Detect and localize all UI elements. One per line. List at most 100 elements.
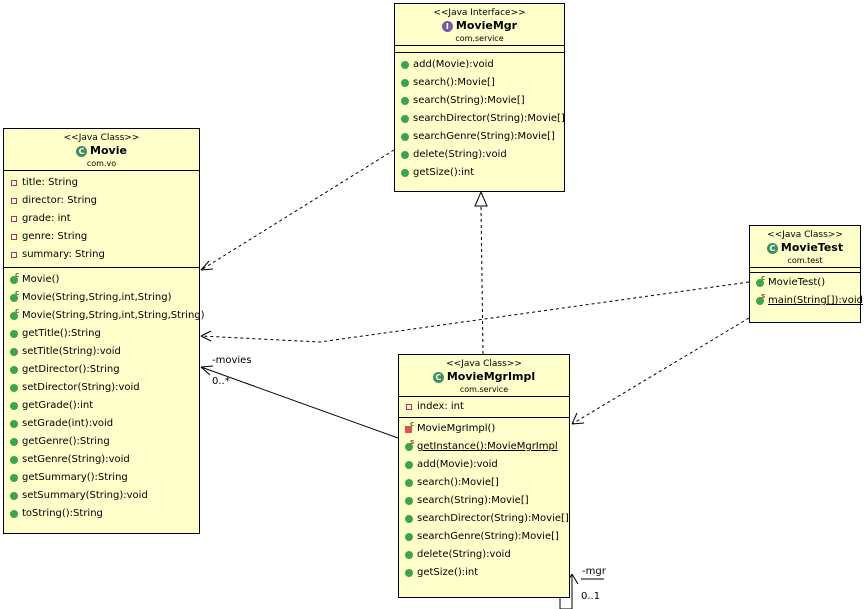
interface-icon: I [441,20,453,32]
public-method-icon [401,169,409,177]
public-method-icon [405,479,413,487]
method-row[interactable]: search():Movie[] [395,74,564,92]
method-row[interactable]: getTitle():String [4,325,199,343]
public-method-icon [401,79,409,87]
method-row[interactable]: search():Movie[] [399,474,569,492]
method-row[interactable]: searchGenre(String):Movie[] [399,528,569,546]
method-row[interactable]: setTitle(String):void [4,343,199,361]
private-field-icon [11,216,17,222]
public-method-icon [401,151,409,159]
private-field-icon [406,404,412,410]
public-method-icon [10,312,18,320]
constructor-marker-icon: c [15,289,20,297]
constructor-marker-icon: c [761,274,766,282]
class-name: Movie [90,144,127,157]
attribute-row[interactable]: summary: String [4,246,199,264]
public-method-icon [10,402,18,410]
method-row[interactable]: getSize():int [395,164,564,182]
public-method-icon [10,420,18,428]
attributes-section: title: String director: String grade: in… [4,170,199,267]
method-row[interactable]: searchDirector(String):Movie[] [399,510,569,528]
method-row[interactable]: searchGenre(String):Movie[] [395,128,564,146]
public-method-icon [10,366,18,374]
package-name: com.service [455,34,504,43]
public-method-icon [10,330,18,338]
stereotype: <<Java Interface>> [433,8,526,18]
package-name: com.service [459,385,509,394]
dependency-test-to-movie [200,281,750,343]
public-method-icon [756,297,764,305]
private-field-icon [11,252,17,258]
public-method-icon [10,492,18,500]
package-name: com.vo [86,159,117,168]
methods-section: add(Movie):void search():Movie[] search(… [395,52,565,185]
method-row[interactable]: searchDirector(String):Movie[] [395,110,565,128]
method-row[interactable]: setGrade(int):void [4,415,199,433]
dependency-test-to-impl [571,317,750,425]
public-method-icon [405,551,413,559]
public-method-icon [10,438,18,446]
dependency-mgr-to-movie [200,149,395,271]
class-name: MovieTest [780,241,844,254]
public-method-icon [756,279,764,287]
method-row[interactable]: getDirector():String [4,361,199,379]
public-method-icon [405,443,413,451]
public-method-icon [405,569,413,577]
attribute-row[interactable]: title: String [4,174,199,192]
method-row[interactable]: getGenre():String [4,433,199,451]
public-method-icon [10,456,18,464]
method-row[interactable]: setDirector(String):void [4,379,199,397]
attribute-row[interactable]: index: int [399,398,569,416]
self-association-mgr [559,574,573,609]
public-method-icon [10,294,18,302]
stereotype: <<Java Class>> [446,359,522,369]
method-row[interactable]: add(Movie):void [399,456,569,474]
realization-impl-to-interface [480,205,484,355]
private-method-icon [405,426,412,433]
public-method-icon [401,61,409,69]
attributes-section [750,267,860,272]
private-field-icon [11,234,17,240]
method-row[interactable]: search(String):Movie[] [395,92,564,110]
constructor-marker-icon: c [15,307,20,315]
package-name: com.test [787,256,823,265]
association-impl-to-movie [200,366,399,439]
method-row[interactable]: toString():String [4,505,199,523]
private-field-icon [11,198,17,204]
public-method-icon [401,133,409,141]
stereotype: <<Java Class>> [63,133,140,143]
attribute-row[interactable]: genre: String [4,228,199,246]
method-row[interactable]: getSize():int [399,564,569,582]
method-row[interactable]: getGrade():int [4,397,199,415]
association-arrowhead [200,365,214,376]
mgr-role-label: -mgr [582,566,606,577]
method-row[interactable]: add(Movie):void [395,56,564,74]
method-row[interactable]: setGenre(String):void [4,451,199,469]
attribute-row[interactable]: director: String [4,192,199,210]
attribute-row[interactable]: grade: int [4,210,199,228]
class-icon: C [766,242,778,254]
constructor-marker-icon: c [410,420,415,428]
movies-multiplicity-label: 0..* [212,376,230,387]
attributes-section [395,45,564,52]
method-row[interactable]: delete(String):void [399,546,569,564]
method-row[interactable]: getSummary():String [4,469,199,487]
realization-arrowhead [474,190,488,207]
public-method-icon [10,384,18,392]
method-row[interactable]: delete(String):void [395,146,564,164]
public-method-icon [405,497,413,505]
method-row[interactable]: search(String):Movie[] [399,492,569,510]
method-row[interactable]: setSummary(String):void [4,487,199,505]
